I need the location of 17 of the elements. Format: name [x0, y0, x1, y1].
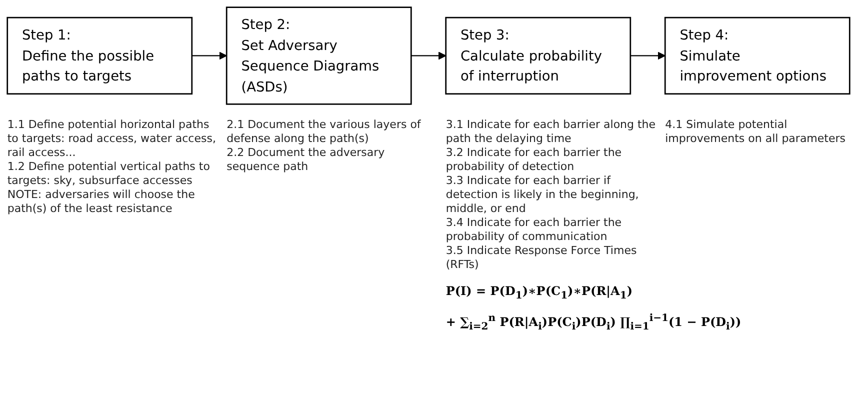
step-description: NOTE: adversaries will choose the path(s) of the least resistance [7, 188, 196, 216]
step-box: Step 2: Set Adversary Sequence Diagrams (ASDs) [226, 6, 412, 105]
step-description: 3.5 Indicate Response Force Times (RFTs) [446, 244, 638, 272]
step-box: Step 3: Calculate probability of interruption [445, 16, 632, 95]
step-description: 3.4 Indicate for each barrier the probability of communication [446, 216, 623, 244]
step-box: Step 1: Define the possible paths to targets [6, 16, 193, 95]
step-box: Step 4: Simulate improvement options [664, 16, 850, 95]
step-description: 3.1 Indicate for each barrier along the path the delaying time [446, 118, 657, 146]
step-description: 2.1 Document the various layers of defense along the path(s) [226, 118, 422, 146]
step-description: 3.3 Indicate for each barrier if detection is likely in the beginning, middle, or end [446, 174, 640, 216]
step-description: 2.2 Document the adversary sequence path [226, 146, 386, 174]
probability-formula: + ∑$_{i=2}$$^{n}$ P(R|A$_{i}$)P(C$_{i}$)P(D$_{i}$) ∏$_{i=1}$$^{i−1}$(1 − P(D$_{i}$)) [446, 312, 742, 334]
step-description: 4.1 Simulate potential improvements on all parameters [665, 118, 846, 146]
probability-formula: P(I) = P(D$_{1}$)∗P(C$_{1}$)∗P(R|A$_{1}$) [446, 283, 634, 304]
step-description: 1.2 Define potential vertical paths to targets: sky, subsurface accesses [7, 160, 211, 188]
step-description: 3.2 Indicate for each barrier the probability of detection [446, 146, 623, 174]
step-description: 1.1 Define potential horizontal paths to targets: road access, water access, rail access... [7, 118, 217, 160]
